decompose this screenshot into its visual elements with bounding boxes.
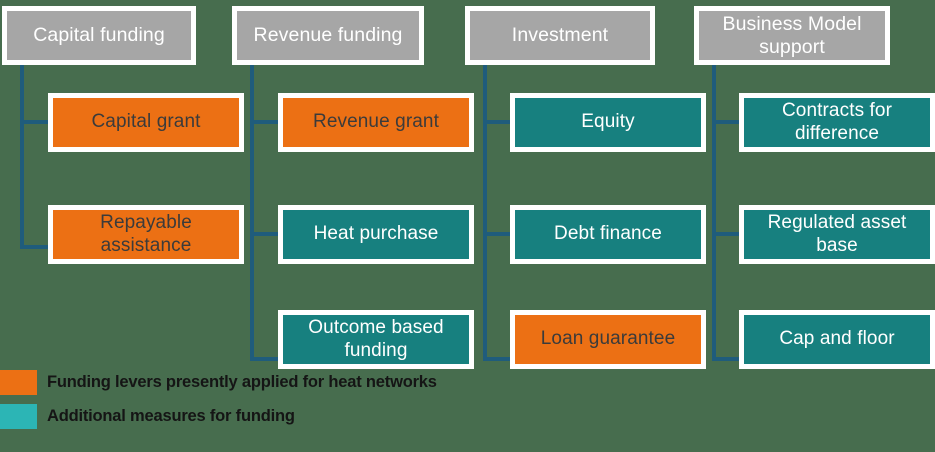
column-header-business-model-support[interactable]: Business Model support bbox=[694, 6, 890, 65]
column-header-label: Revenue funding bbox=[253, 24, 403, 47]
node-label: Regulated asset base bbox=[767, 212, 907, 256]
node-cap-and-floor[interactable]: Cap and floor bbox=[739, 310, 935, 369]
connector-stub-loan-guarantee bbox=[483, 357, 515, 361]
connector-trunk-investment bbox=[483, 64, 487, 361]
node-label: Repayable assistance bbox=[100, 212, 192, 256]
node-label: Capital grant bbox=[91, 111, 201, 133]
column-header-label: Investment bbox=[511, 24, 609, 47]
node-label: Equity bbox=[581, 111, 635, 133]
node-label: Loan guarantee bbox=[540, 328, 676, 350]
node-loan-guarantee[interactable]: Loan guarantee bbox=[510, 310, 706, 369]
node-label: Cap and floor bbox=[779, 328, 895, 350]
connector-stub-revenue-grant bbox=[250, 120, 282, 124]
connector-stub-capital-grant bbox=[20, 120, 52, 124]
connector-stub-heat-purchase bbox=[250, 232, 282, 236]
legend-item-orange: Funding levers presently applied for hea… bbox=[0, 370, 437, 395]
connector-stub-debt-finance bbox=[483, 232, 515, 236]
legend-label: Additional measures for funding bbox=[47, 407, 295, 425]
column-header-revenue-funding[interactable]: Revenue funding bbox=[232, 6, 424, 65]
node-label: Debt finance bbox=[554, 223, 662, 245]
connector-stub-repayable-assistance bbox=[20, 245, 52, 249]
node-capital-grant[interactable]: Capital grant bbox=[48, 93, 244, 152]
column-header-label: Business Model support bbox=[722, 12, 862, 58]
connector-stub-outcome-based-funding bbox=[250, 357, 282, 361]
connector-stub-regulated-asset-base bbox=[712, 232, 744, 236]
node-repayable-assistance[interactable]: Repayable assistance bbox=[48, 205, 244, 264]
connector-stub-cap-and-floor bbox=[712, 357, 744, 361]
legend-swatch-teal bbox=[0, 404, 37, 429]
legend-label: Funding levers presently applied for hea… bbox=[47, 373, 437, 391]
legend-swatch-orange bbox=[0, 370, 37, 395]
node-outcome-based-funding[interactable]: Outcome based funding bbox=[278, 310, 474, 369]
node-label: Heat purchase bbox=[313, 223, 439, 245]
column-header-label: Capital funding bbox=[33, 24, 165, 47]
connector-stub-equity bbox=[483, 120, 515, 124]
node-heat-purchase[interactable]: Heat purchase bbox=[278, 205, 474, 264]
node-contracts-for-difference[interactable]: Contracts for difference bbox=[739, 93, 935, 152]
node-debt-finance[interactable]: Debt finance bbox=[510, 205, 706, 264]
node-regulated-asset-base[interactable]: Regulated asset base bbox=[739, 205, 935, 264]
node-label: Contracts for difference bbox=[781, 100, 893, 144]
legend-item-teal: Additional measures for funding bbox=[0, 404, 295, 429]
connector-trunk-capital-funding bbox=[20, 64, 24, 249]
column-header-capital-funding[interactable]: Capital funding bbox=[2, 6, 196, 65]
node-equity[interactable]: Equity bbox=[510, 93, 706, 152]
connector-trunk-business-model-support bbox=[712, 64, 716, 361]
connector-stub-contracts-for-difference bbox=[712, 120, 744, 124]
column-header-investment[interactable]: Investment bbox=[465, 6, 655, 65]
node-revenue-grant[interactable]: Revenue grant bbox=[278, 93, 474, 152]
node-label: Outcome based funding bbox=[308, 317, 444, 361]
node-label: Revenue grant bbox=[313, 111, 439, 133]
connector-trunk-revenue-funding bbox=[250, 64, 254, 361]
